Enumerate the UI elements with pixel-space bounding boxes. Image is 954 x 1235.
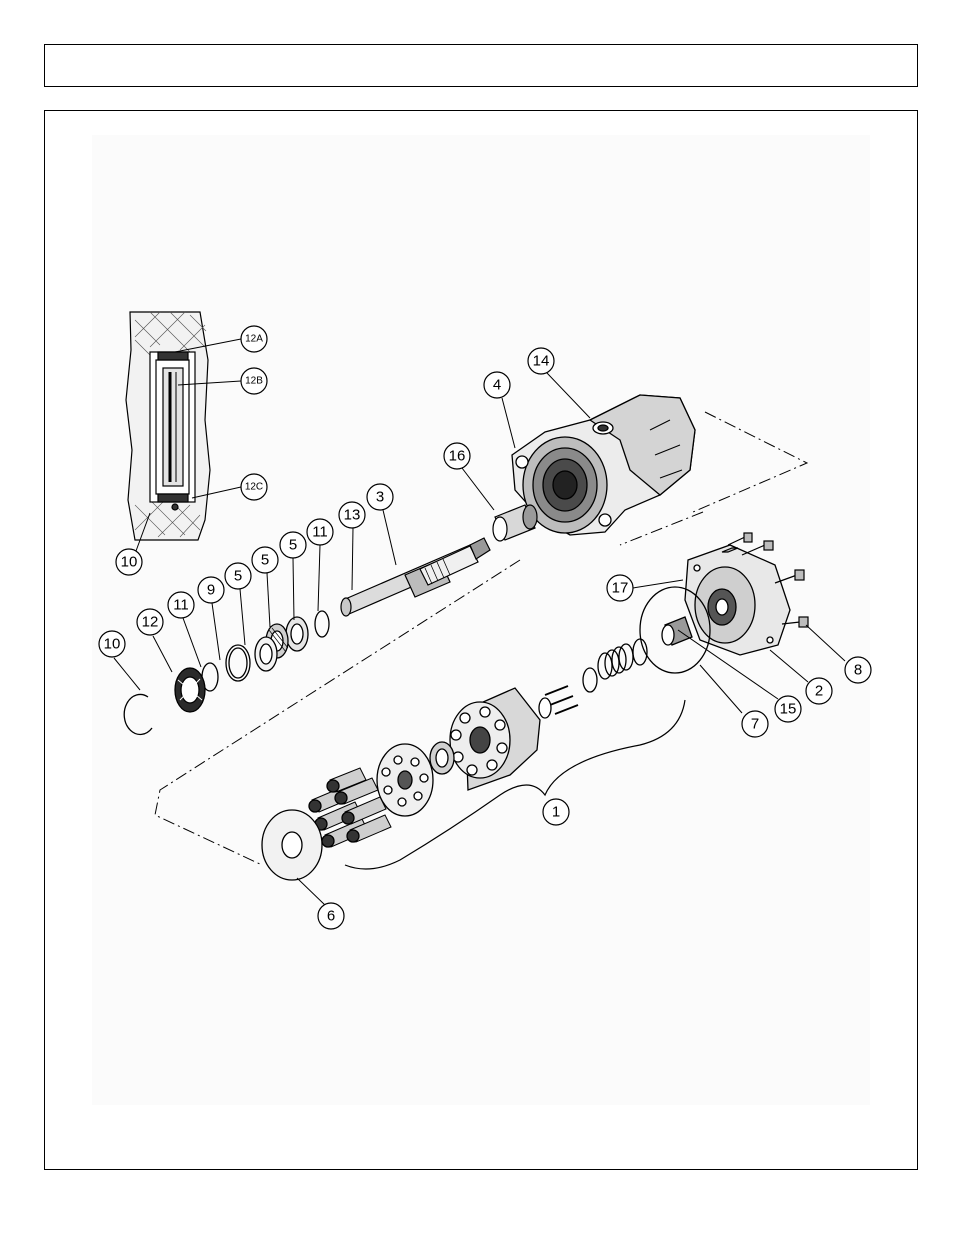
callout-14: 14: [527, 347, 555, 375]
needle-bushing: [492, 504, 538, 542]
callout-5-b: 5: [251, 546, 279, 574]
callout-label: 5: [234, 568, 242, 585]
callout-10: 10: [98, 630, 126, 658]
callout-4: 4: [483, 371, 511, 399]
seal-cross-section-inset: [125, 311, 211, 541]
callout-10-inset: 10: [115, 548, 143, 576]
callout-9: 9: [197, 576, 225, 604]
callout-label: 10: [121, 554, 138, 571]
callout-8: 8: [844, 656, 872, 684]
callout-12a: 12A: [240, 325, 268, 353]
callout-label: 12A: [245, 334, 263, 345]
callout-label: 11: [173, 597, 189, 614]
part-callouts: 12A 12B 12C 10 14 4 16 3 13 11 5 5 5 9 1…: [98, 325, 872, 930]
callout-label: 7: [751, 716, 759, 733]
callout-label: 12: [142, 614, 159, 631]
callout-5-a: 5: [279, 531, 307, 559]
callout-3: 3: [366, 483, 394, 511]
callout-12: 12: [136, 608, 164, 636]
drive-shaft: [340, 537, 491, 617]
gasket-and-bearing: [639, 586, 711, 674]
callout-11-lower: 11: [167, 591, 195, 619]
callout-7: 7: [741, 710, 769, 738]
callout-label: 17: [612, 580, 629, 597]
callout-label: 6: [327, 908, 335, 925]
callout-11-upper: 11: [306, 518, 334, 546]
callout-label: 12B: [245, 376, 263, 387]
header-title-box: [44, 44, 918, 87]
callout-16: 16: [443, 442, 471, 470]
callout-label: 2: [815, 683, 823, 700]
callout-label: 13: [344, 507, 361, 524]
callout-label: 8: [854, 662, 862, 679]
seal-and-bearing-stack: [123, 610, 330, 736]
callout-1: 1: [542, 798, 570, 826]
callout-15: 15: [774, 695, 802, 723]
callout-12b: 12B: [240, 367, 268, 395]
leader-lines: [113, 338, 846, 907]
assembly-dash-lines: [154, 411, 809, 866]
callout-label: 14: [533, 353, 550, 370]
callout-label: 16: [449, 448, 466, 465]
callout-6: 6: [317, 902, 345, 930]
callout-label: 12C: [245, 482, 263, 493]
callout-17: 17: [606, 574, 634, 602]
callout-label: 5: [289, 537, 297, 554]
callout-5-c: 5: [224, 562, 252, 590]
callout-label: 3: [376, 489, 384, 506]
rotating-group: [261, 638, 686, 881]
callout-12c: 12C: [240, 473, 268, 501]
motor-housing: [511, 394, 696, 536]
callout-label: 4: [493, 377, 501, 394]
callout-label: 10: [104, 636, 121, 653]
callout-label: 11: [312, 524, 328, 541]
callout-label: 15: [780, 701, 797, 718]
callout-label: 1: [552, 804, 560, 821]
callout-13: 13: [338, 501, 366, 529]
callout-2: 2: [805, 677, 833, 705]
callout-label: 9: [207, 582, 215, 599]
callout-label: 5: [261, 552, 269, 569]
